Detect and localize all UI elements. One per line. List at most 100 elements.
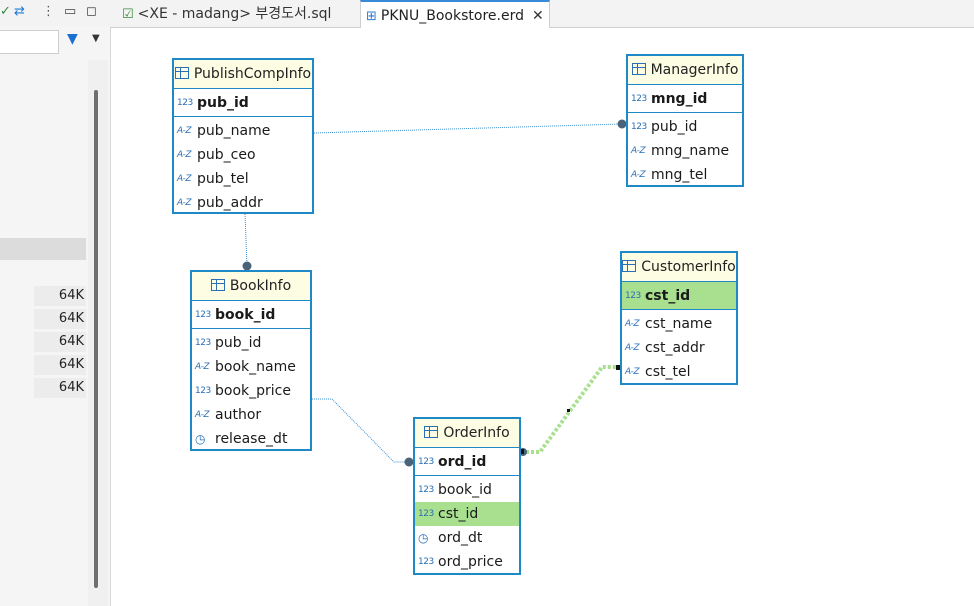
numeric-type-icon: 123	[418, 456, 434, 467]
column-name: ord_price	[438, 554, 503, 570]
column-name: author	[215, 407, 262, 423]
entity-title: CustomerInfo	[641, 259, 736, 275]
column-name: cst_name	[645, 316, 713, 332]
size-value: 64K	[34, 332, 86, 352]
entity-orderinfo[interactable]: OrderInfo 123 ord_id 123 book_id 123 cst_id…	[413, 417, 521, 575]
clock-icon: ◷	[418, 531, 428, 545]
column-row[interactable]: A-Z author	[192, 403, 310, 427]
column-name: book_id	[438, 482, 492, 498]
numeric-type-icon: 123	[418, 485, 434, 495]
entity-title: PublishCompInfo	[193, 66, 312, 82]
column-name: ord_dt	[438, 530, 483, 546]
entity-header[interactable]: ManagerInfo	[628, 56, 742, 85]
entity-title: OrderInfo	[443, 425, 510, 441]
erd-diagram-icon: ⊞	[366, 9, 377, 24]
text-type-icon: A-Z	[195, 410, 210, 420]
sql-file-icon: ☑	[122, 7, 134, 22]
numeric-type-icon: 123	[631, 93, 647, 104]
collapse-icon[interactable]: ✓	[0, 4, 11, 19]
filter-icon[interactable]: ▼	[67, 31, 78, 47]
entity-header[interactable]: PublishCompInfo	[174, 60, 312, 89]
column-row[interactable]: A-Z mng_name	[628, 139, 742, 163]
column-row[interactable]: ◷ release_dt	[192, 427, 310, 451]
numeric-type-icon: 123	[195, 309, 211, 320]
text-type-icon: A-Z	[625, 343, 640, 353]
column-row[interactable]: A-Z book_name	[192, 355, 310, 379]
column-name: release_dt	[215, 431, 288, 447]
column-name: mng_name	[651, 143, 730, 159]
editor-tab-strip: ☑<XE - madang> 부경도서.sql ⊞PKNU_Bookstore.…	[110, 0, 974, 28]
navigator-toolbar: ✓ ⇄ ⋮ ▭ ◻	[0, 0, 110, 26]
table-icon	[631, 63, 646, 75]
text-type-icon: A-Z	[625, 319, 640, 329]
numeric-type-icon: 123	[631, 122, 647, 132]
text-type-icon: A-Z	[631, 146, 646, 156]
column-name: ord_id	[438, 453, 487, 470]
column-row[interactable]: 123 book_price	[192, 379, 310, 403]
text-type-icon: A-Z	[177, 126, 192, 136]
column-row[interactable]: 123 pub_id	[192, 331, 310, 355]
column-row[interactable]: A-Z cst_name	[622, 312, 736, 336]
text-type-icon: A-Z	[177, 174, 192, 184]
navigator-panel: ✓ ⇄ ⋮ ▭ ◻ ▼ ▼ 64K 64K 64K 64K 64K	[0, 0, 111, 606]
navigator-selected-row[interactable]	[0, 238, 86, 260]
column-name: mng_tel	[651, 167, 708, 183]
column-name: cst_id	[438, 506, 479, 522]
clock-icon: ◷	[195, 432, 205, 446]
primary-key-row[interactable]: 123 ord_id	[415, 448, 519, 476]
tab-erd-diagram[interactable]: ⊞PKNU_Bookstore.erd ✕	[360, 0, 550, 28]
column-row[interactable]: 123 book_id	[415, 478, 519, 502]
link-editor-icon[interactable]: ⇄	[14, 4, 25, 19]
numeric-type-icon: 123	[418, 509, 434, 519]
navigator-scrollbar-thumb[interactable]	[94, 90, 98, 588]
entity-title: BookInfo	[229, 278, 292, 294]
numeric-type-icon: 123	[195, 338, 211, 348]
size-value: 64K	[34, 378, 86, 398]
entity-header[interactable]: CustomerInfo	[622, 253, 736, 282]
column-name: book_price	[215, 383, 291, 399]
column-name: book_name	[215, 359, 296, 375]
text-type-icon: A-Z	[195, 362, 210, 372]
close-icon[interactable]: ✕	[531, 8, 544, 24]
tab-sql-script[interactable]: ☑<XE - madang> 부경도서.sql	[114, 0, 356, 27]
entity-title: ManagerInfo	[650, 62, 739, 78]
column-row[interactable]: ◷ ord_dt	[415, 526, 519, 550]
entity-header[interactable]: OrderInfo	[415, 419, 519, 448]
tab-label: <XE - madang> 부경도서.sql	[137, 6, 332, 22]
column-row-highlighted[interactable]: 123 cst_id	[415, 502, 519, 526]
column-row[interactable]: A-Z mng_tel	[628, 163, 742, 187]
text-type-icon: A-Z	[625, 367, 640, 377]
text-type-icon: A-Z	[631, 170, 646, 180]
tab-label: PKNU_Bookstore.erd	[380, 8, 524, 24]
minimize-icon[interactable]: ▭	[64, 4, 77, 19]
navigator-scrollbar[interactable]	[88, 60, 108, 606]
entity-header[interactable]: BookInfo	[192, 272, 310, 301]
table-icon	[622, 260, 637, 272]
column-name: pub_id	[215, 335, 262, 351]
table-icon	[424, 426, 439, 438]
chevron-down-icon[interactable]: ▼	[92, 33, 100, 44]
navigator-filter-input[interactable]	[0, 30, 59, 54]
more-menu-icon[interactable]: ⋮	[42, 4, 55, 19]
maximize-icon[interactable]: ◻	[86, 4, 97, 19]
table-icon	[210, 279, 225, 291]
numeric-type-icon: 123	[195, 386, 211, 396]
table-icon	[174, 67, 189, 79]
size-value: 64K	[34, 309, 86, 329]
